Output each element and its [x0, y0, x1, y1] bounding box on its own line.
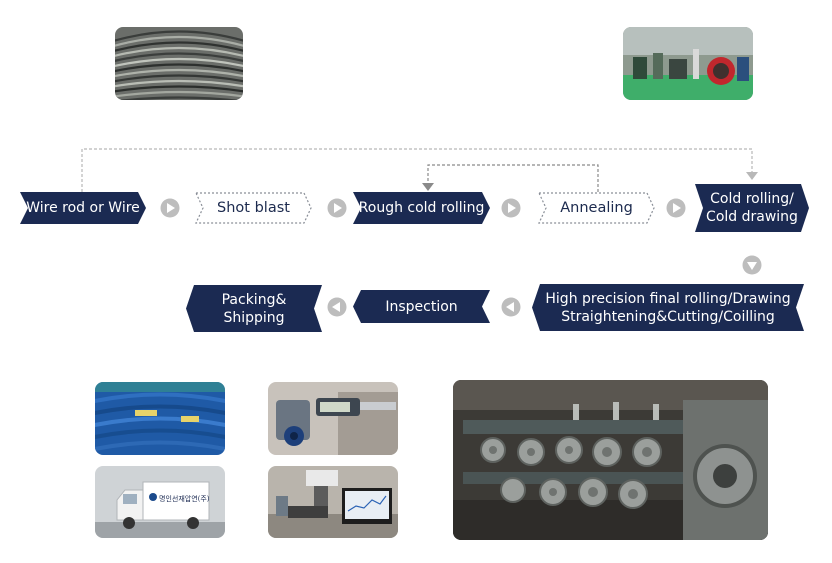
arrow-left-icon — [327, 297, 347, 317]
step-cold-rolling-line1: Cold rolling/ — [710, 191, 794, 207]
arrow-right-icon — [501, 198, 521, 218]
step-wire-rod-label: Wire rod or Wire — [26, 200, 140, 216]
step-inspection: Inspection — [353, 290, 490, 323]
arrow-right-icon — [160, 198, 180, 218]
step-final-rolling: High precision final rolling/Drawing Str… — [532, 284, 804, 331]
wire-coil-photo — [115, 27, 243, 100]
truck-logo-text: 명인선재압연(주) — [159, 495, 210, 503]
step-cold-rolling-label: Cold rolling/ Cold drawing — [706, 190, 798, 226]
step-wire-rod: Wire rod or Wire — [20, 192, 146, 224]
step-final-rolling-line2: Straightening&Cutting/Coilling — [561, 308, 775, 325]
factory-photo — [623, 27, 753, 100]
step-final-rolling-label: High precision final rolling/Drawing Str… — [545, 290, 790, 326]
step-annealing-label: Annealing — [560, 200, 633, 216]
micrometer-photo — [268, 382, 398, 455]
step-cold-rolling: Cold rolling/ Cold drawing — [695, 184, 809, 232]
step-cold-rolling-line2: Cold drawing — [706, 209, 798, 225]
rolling-machine-photo — [453, 380, 768, 540]
packed-coils-photo — [95, 382, 225, 455]
step-rough-cold-rolling: Rough cold rolling — [353, 192, 490, 224]
step-packing-label: Packing& Shipping — [222, 291, 287, 327]
arrow-right-icon — [666, 198, 686, 218]
step-packing: Packing& Shipping — [186, 285, 322, 332]
step-final-rolling-line1: High precision final rolling/Drawing — [545, 290, 791, 307]
step-packing-line2: Shipping — [223, 309, 285, 326]
step-packing-line1: Packing& — [221, 291, 287, 308]
step-annealing: Annealing — [538, 192, 655, 224]
step-shot-blast: Shot blast — [195, 192, 312, 224]
step-inspection-label: Inspection — [385, 298, 458, 315]
lab-equipment-photo — [268, 466, 398, 538]
arrow-down-icon — [742, 255, 762, 275]
step-rough-cold-rolling-label: Rough cold rolling — [358, 200, 485, 216]
arrow-left-icon — [501, 297, 521, 317]
arrow-right-icon — [327, 198, 347, 218]
truck-photo: 명인선재압연(주) — [95, 466, 225, 538]
step-shot-blast-label: Shot blast — [217, 200, 290, 216]
